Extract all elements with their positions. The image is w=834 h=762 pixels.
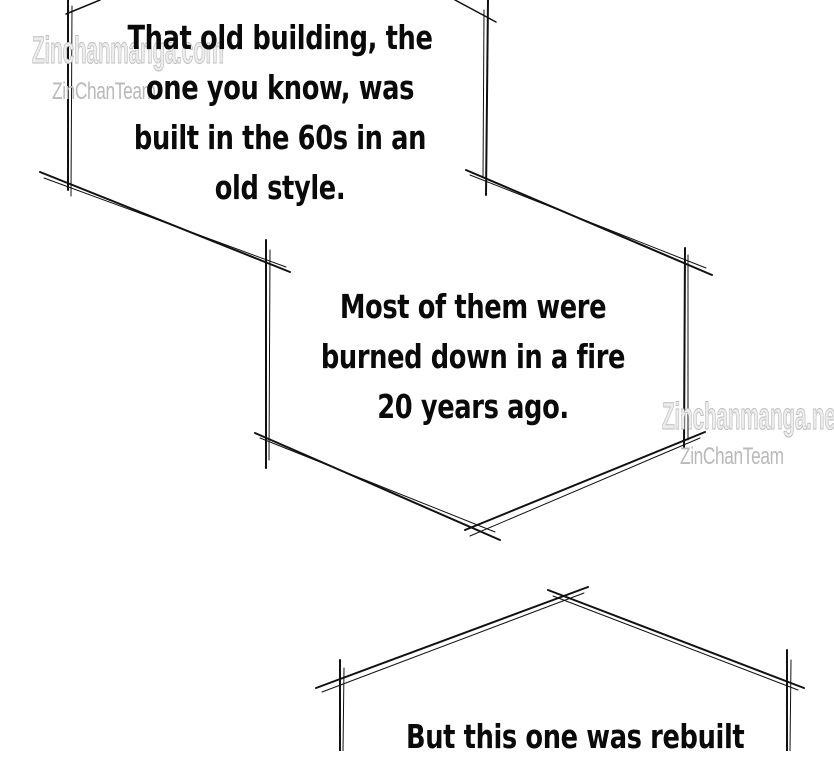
dialogue-line: 20 years ago. xyxy=(377,387,569,426)
dialogue-line: one you know, was xyxy=(145,68,415,107)
speech-bubble-1-text: That old building, the one you know, was… xyxy=(80,13,480,213)
dialogue-line: But this one was rebuilt xyxy=(406,717,745,756)
speech-bubble-3-text: But this one was rebuilt xyxy=(362,712,762,762)
watermark-site-middle: Zinchanmanga.net xyxy=(662,396,834,438)
watermark-site-top: Zinchanmanga.com xyxy=(32,30,225,72)
dialogue-line: Most of them were xyxy=(339,287,607,326)
dialogue-line: burned down in a fire xyxy=(320,337,626,376)
speech-bubble-3-outline xyxy=(315,586,805,751)
speech-bubble-2-text: Most of them were burned down in a fire … xyxy=(273,282,673,432)
watermark-team-top: ZinChanTeam xyxy=(52,78,156,105)
speech-bubble-2-outline xyxy=(254,239,706,541)
dialogue-line: built in the 60s in an xyxy=(133,118,427,157)
dialogue-line: old style. xyxy=(214,168,346,207)
watermark-team-middle: ZinChanTeam xyxy=(680,443,784,470)
dialogue-line: That old building, the xyxy=(127,18,433,57)
speech-bubble-1-outline xyxy=(39,0,713,276)
